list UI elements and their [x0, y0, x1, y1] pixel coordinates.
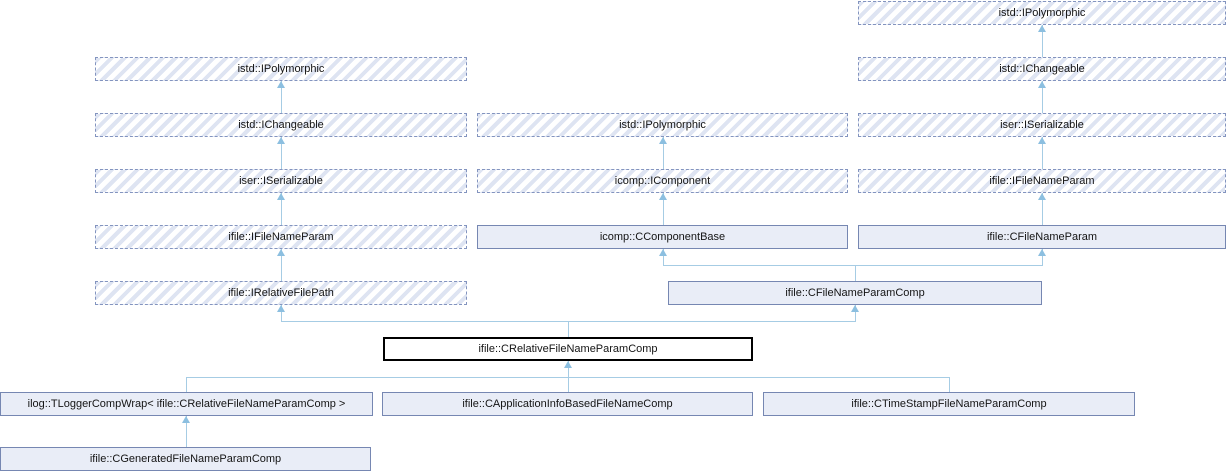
- class-node-label: icomp::CComponentBase: [599, 231, 726, 243]
- inheritance-edge-segment: [186, 377, 187, 392]
- inheritance-edge-segment: [281, 81, 282, 113]
- arrowhead-up-icon: [659, 137, 667, 144]
- class-node-ilog-tloggercompwrap[interactable]: ilog::TLoggerCompWrap< ifile::CRelativeF…: [0, 392, 373, 416]
- arrowhead-up-icon: [277, 81, 285, 88]
- inheritance-edge-segment: [186, 416, 187, 447]
- inheritance-edge-segment: [1042, 249, 1043, 265]
- class-node-label: istd::IChangeable: [999, 63, 1085, 75]
- inheritance-edge-segment: [949, 377, 950, 392]
- arrowhead-up-icon: [277, 249, 285, 256]
- class-node-label: ifile::CTimeStampFileNameParamComp: [851, 398, 1047, 410]
- class-node-label: istd::IPolymorphic: [237, 63, 325, 75]
- class-node-istd-ichangeable-right[interactable]: istd::IChangeable: [858, 57, 1226, 81]
- inheritance-edge-segment: [663, 193, 664, 225]
- arrowhead-up-icon: [1038, 193, 1046, 200]
- arrowhead-up-icon: [659, 193, 667, 200]
- inheritance-edge-segment: [281, 137, 282, 169]
- inheritance-edge-segment: [1042, 193, 1043, 225]
- arrowhead-up-icon: [1038, 81, 1046, 88]
- arrowhead-up-icon: [277, 137, 285, 144]
- arrowhead-up-icon: [1038, 25, 1046, 32]
- class-node-iser-iserializable-left[interactable]: iser::ISerializable: [95, 169, 467, 193]
- inheritance-edge-segment: [568, 321, 569, 337]
- class-node-ifile-crelativefilenameparamcomp-focus: ifile::CRelativeFileNameParamComp: [383, 337, 753, 361]
- inheritance-edge-segment: [1042, 81, 1043, 113]
- arrowhead-up-icon: [564, 361, 572, 368]
- class-node-ifile-cgeneratedfilenameparamcomp[interactable]: ifile::CGeneratedFileNameParamComp: [0, 447, 371, 471]
- class-node-label: istd::IChangeable: [238, 119, 324, 131]
- class-node-iser-iserializable-right[interactable]: iser::ISerializable: [858, 113, 1226, 137]
- class-node-label: ifile::CFileNameParam: [986, 231, 1098, 243]
- inheritance-edge-segment: [855, 305, 856, 321]
- class-node-ifile-cfilenameparam[interactable]: ifile::CFileNameParam: [858, 225, 1226, 249]
- arrowhead-up-icon: [277, 193, 285, 200]
- inheritance-edge-segment: [281, 193, 282, 225]
- class-node-label: ilog::TLoggerCompWrap< ifile::CRelativeF…: [27, 398, 346, 410]
- class-node-label: istd::IPolymorphic: [619, 119, 706, 131]
- inheritance-edge-segment: [281, 305, 282, 321]
- class-node-istd-ipolymorphic-left[interactable]: istd::IPolymorphic: [95, 57, 467, 81]
- arrowhead-up-icon: [1038, 249, 1046, 256]
- arrowhead-up-icon: [277, 305, 285, 312]
- inheritance-edge-segment: [186, 377, 950, 378]
- class-node-label: ifile::IFileNameParam: [228, 231, 334, 243]
- class-node-ifile-ctimestampfilenameparamcomp[interactable]: ifile::CTimeStampFileNameParamComp: [763, 392, 1135, 416]
- class-node-label: ifile::CApplicationInfoBasedFileNameComp: [462, 398, 673, 410]
- class-node-label: ifile::CFileNameParamComp: [785, 287, 925, 299]
- inheritance-edge-segment: [1042, 25, 1043, 57]
- class-node-label: ifile::CGeneratedFileNameParamComp: [89, 453, 282, 465]
- class-node-ifile-cfilenameparamcomp[interactable]: ifile::CFileNameParamComp: [668, 281, 1042, 305]
- inheritance-edge-segment: [281, 321, 856, 322]
- class-node-label: iser::ISerializable: [239, 175, 323, 187]
- class-node-label: ifile::IRelativeFilePath: [228, 287, 334, 299]
- inheritance-edge-segment: [568, 361, 569, 392]
- arrowhead-up-icon: [851, 305, 859, 312]
- arrowhead-up-icon: [1038, 137, 1046, 144]
- class-node-istd-ipolymorphic-middle[interactable]: istd::IPolymorphic: [477, 113, 848, 137]
- class-node-label: iser::ISerializable: [1000, 119, 1084, 131]
- class-node-ifile-capplicationinfobasedfilenamecomp[interactable]: ifile::CApplicationInfoBasedFileNameComp: [382, 392, 753, 416]
- inheritance-edge-segment: [281, 249, 282, 281]
- arrowhead-up-icon: [659, 249, 667, 256]
- class-node-label: ifile::CRelativeFileNameParamComp: [478, 343, 658, 355]
- class-node-ifile-ifilenameparam-left[interactable]: ifile::IFileNameParam: [95, 225, 467, 249]
- inheritance-edge-segment: [1042, 137, 1043, 169]
- class-node-label: istd::IPolymorphic: [998, 7, 1086, 19]
- inheritance-edge-segment: [663, 249, 664, 265]
- class-node-label: ifile::IFileNameParam: [989, 175, 1095, 187]
- class-node-ifile-ifilenameparam-right[interactable]: ifile::IFileNameParam: [858, 169, 1226, 193]
- class-node-istd-ichangeable-left[interactable]: istd::IChangeable: [95, 113, 467, 137]
- inheritance-edge-segment: [663, 137, 664, 169]
- class-node-label: icomp::IComponent: [614, 175, 711, 187]
- class-node-icomp-icomponent[interactable]: icomp::IComponent: [477, 169, 848, 193]
- class-node-ifile-irelativefilepath[interactable]: ifile::IRelativeFilePath: [95, 281, 467, 305]
- class-node-icomp-ccomponentbase[interactable]: icomp::CComponentBase: [477, 225, 848, 249]
- inheritance-edge-segment: [663, 265, 1043, 266]
- class-node-istd-ipolymorphic-right[interactable]: istd::IPolymorphic: [858, 1, 1226, 25]
- arrowhead-up-icon: [182, 416, 190, 423]
- inheritance-edge-segment: [855, 265, 856, 281]
